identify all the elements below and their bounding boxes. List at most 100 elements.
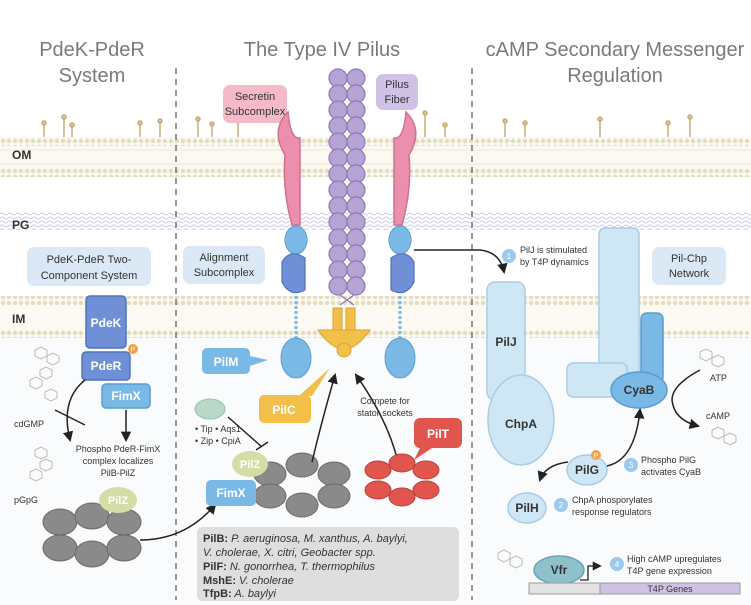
phospho-pilg-badge: P — [594, 453, 599, 460]
pilus-fiber — [328, 68, 366, 296]
species-line1: PilB: P. aeruginosa, M. xanthus, A. bayl… — [203, 533, 408, 545]
atp-molecule-icon — [699, 348, 725, 368]
pilb-hexamer-center — [253, 452, 351, 518]
pil-chp-line1: Pil-Chp — [671, 253, 707, 265]
step4-line1: High cAMP upregulates — [627, 554, 722, 564]
phospho-note: Phospho PdeR-FimX complex localizes PilB… — [76, 444, 161, 478]
lps-glycans — [41, 110, 693, 137]
step1-number: 1 — [507, 252, 512, 261]
pilus-fiber-label-box: Pilus Fiber — [376, 74, 418, 110]
alignment-subcomplex-right — [388, 225, 415, 338]
right-title-line2: Regulation — [567, 65, 663, 87]
species-line3: PilF: N. gonorrhea, T. thermophilus — [203, 561, 376, 573]
phospho-note-line2: complex localizes — [83, 456, 154, 466]
step3-note: 3 Phospho PilG activates CyaB — [624, 455, 701, 477]
step3-line2: activates CyaB — [641, 467, 701, 477]
pil-chp-line2: Network — [669, 268, 710, 280]
atp-to-camp-arrow — [671, 369, 701, 430]
secretin-line2: Subcomplex — [225, 106, 286, 118]
left-column-title: PdeK-PdeR System — [39, 39, 145, 87]
pilt-label-box: PilT — [414, 418, 462, 460]
phospho-note-line1: Phospho PdeR-FimX — [76, 444, 161, 454]
phospho-badge-pder — [128, 344, 138, 354]
pilm-right-body — [384, 337, 416, 379]
atp-label: ATP — [710, 373, 727, 383]
pilz-left-label: PilZ — [108, 495, 128, 507]
pilz-center-label: PilZ — [240, 459, 260, 471]
pilc-label-box: PilC — [259, 368, 330, 423]
compete-line1: Compete for — [360, 396, 410, 406]
center-title: The Type IV Pilus — [244, 39, 400, 61]
step2-note: 2 ChpA phosporylates response regulators — [554, 495, 653, 517]
pder-to-pgpg-arrow — [62, 379, 86, 443]
step3-line1: Phospho PilG — [641, 455, 696, 465]
camp-label: cAMP — [706, 411, 730, 421]
camp-small-icon — [497, 549, 523, 569]
vfr-promoter-arrow — [580, 561, 602, 581]
pilm-label: PilM — [214, 355, 239, 369]
alignment-label-box: Alignment Subcomplex — [183, 246, 265, 284]
step2-line2: response regulators — [572, 507, 652, 517]
left-title-line1: PdeK-PdeR — [39, 39, 145, 61]
pilt-to-pilc-arrow — [354, 373, 399, 463]
pdek-pder-box: PdeK-PdeR Two- Component System — [27, 247, 151, 286]
om-label: OM — [12, 148, 31, 162]
step1-line2: by T4P dynamics — [520, 257, 589, 267]
phospho-p-label: P — [131, 347, 136, 354]
pdek-box-line1: PdeK-PdeR Two- — [47, 254, 132, 266]
fimx-center-label: FimX — [216, 486, 245, 500]
pdek-label: PdeK — [91, 316, 122, 330]
compete-line2: stator sockets — [357, 408, 413, 418]
cdgmp-to-pder-line — [54, 409, 86, 426]
vfr-protein: Vfr — [533, 555, 585, 585]
chpa-label: ChpA — [505, 417, 537, 431]
pilg-protein: PilG P — [566, 450, 608, 486]
legend-zip-cpia: • Zip • CpiA — [195, 436, 241, 446]
cdgmp-molecule-icon — [29, 346, 60, 402]
pder-protein: PdeR P — [81, 344, 138, 381]
im-label: IM — [12, 312, 25, 326]
peptidoglycan-layer — [0, 212, 751, 230]
species-line2: V. cholerae, X. citri, Geobacter spp. — [203, 547, 376, 559]
right-title-line1: cAMP Secondary Messenger — [486, 39, 745, 61]
chpa-protein: ChpA — [487, 374, 555, 466]
left-to-center-arrow — [139, 503, 217, 541]
secretin-right — [393, 110, 417, 226]
species-line5: TfpB: A. baylyi — [203, 588, 276, 600]
vfr-label: Vfr — [551, 563, 568, 577]
species-line4: MshE: V. cholerae — [203, 575, 294, 587]
pilt-hexamer — [364, 453, 440, 507]
pg-label: PG — [12, 218, 29, 232]
pilz-center: PilZ — [232, 451, 268, 477]
left-title-line2: System — [59, 65, 126, 87]
pdek-box-line2: Component System — [41, 270, 138, 282]
step1-note: 1 PilJ is stimulated by T4P dynamics — [502, 245, 589, 267]
secretin-line1: Secretin — [235, 91, 275, 103]
t4p-genes-bar: T4P Genes — [528, 582, 741, 595]
pilm-left-body — [280, 337, 312, 379]
pilg-to-cyab-arrow — [606, 407, 645, 467]
pilus-fiber-line1: Pilus — [385, 79, 409, 91]
pilc-platform — [317, 307, 371, 358]
cyab-label: CyaB — [624, 383, 655, 397]
fimx-left: FimX — [101, 383, 151, 409]
fimx-center: FimX — [206, 480, 256, 506]
cyab-protein: CyaB — [610, 312, 668, 409]
pgpg-molecule-icon — [29, 446, 53, 482]
pder-label: PdeR — [91, 359, 122, 373]
step4-number: 4 — [615, 560, 620, 569]
inhibitor-protein — [194, 398, 226, 420]
step3-number: 3 — [629, 461, 634, 470]
pilt-label: PilT — [427, 427, 450, 441]
alignment-subcomplex-left — [281, 225, 308, 338]
pgpg-label: pGpG — [14, 495, 38, 505]
legend-tip-aqs1: • Tip • Aqs1 — [195, 424, 241, 434]
alignment-line2: Subcomplex — [194, 267, 255, 279]
pilg-label: PilG — [575, 463, 599, 477]
pilj-label: PilJ — [495, 335, 516, 349]
step4-line2: T4P gene expression — [627, 566, 712, 576]
pilg-to-pilh-arrow — [537, 461, 569, 482]
t4p-genes-label: T4P Genes — [647, 584, 693, 594]
phospho-note-line3: PilB-PilZ — [101, 468, 136, 478]
